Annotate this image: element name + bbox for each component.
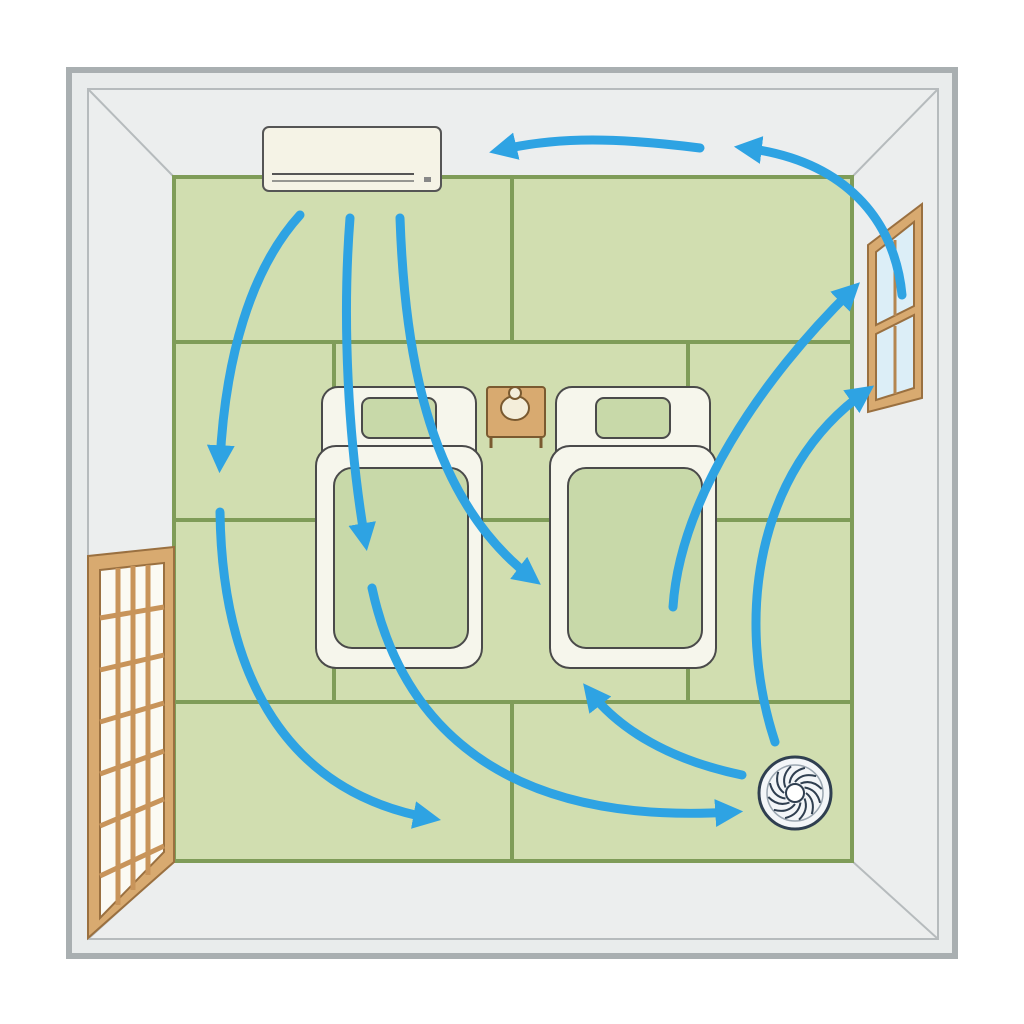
fan-blade xyxy=(773,803,796,812)
airflow-arrow xyxy=(489,132,705,160)
airflow-arrows xyxy=(206,132,907,829)
tatami-mat xyxy=(510,175,854,344)
air-conditioner-icon xyxy=(262,126,442,192)
airflow-arrow xyxy=(751,385,875,747)
lamp-icon xyxy=(486,386,546,448)
airflow-arrow xyxy=(583,683,747,780)
fan-blade xyxy=(767,796,790,805)
fan-blade xyxy=(804,786,822,804)
fan-blade xyxy=(783,765,792,788)
fan-blade xyxy=(800,781,823,790)
shoji-icon xyxy=(87,545,175,941)
futon-icon xyxy=(549,386,717,669)
airflow-arrow xyxy=(342,213,376,552)
tatami-mat xyxy=(172,340,336,522)
window-icon xyxy=(867,201,923,414)
fan-icon xyxy=(757,755,833,831)
fan-blade xyxy=(776,771,785,794)
futon-icon xyxy=(315,386,483,669)
fan-blade xyxy=(794,774,817,783)
wall-corner-line xyxy=(851,88,939,178)
fan-blade xyxy=(805,792,814,815)
airflow-arrow xyxy=(395,213,541,585)
airflow-arrow xyxy=(215,507,441,829)
fan-blade xyxy=(768,782,786,800)
airflow-arrow xyxy=(206,210,305,474)
tatami-floor xyxy=(172,175,854,863)
wall-corner-line xyxy=(87,88,175,178)
airflow-arrow xyxy=(668,282,860,612)
fan-blade xyxy=(798,798,807,821)
fan-blade xyxy=(784,802,802,820)
wall-corner-line xyxy=(851,860,939,940)
airflow-arrow xyxy=(367,583,744,827)
fan-blade xyxy=(788,766,806,784)
airflow-arrow xyxy=(733,136,907,300)
